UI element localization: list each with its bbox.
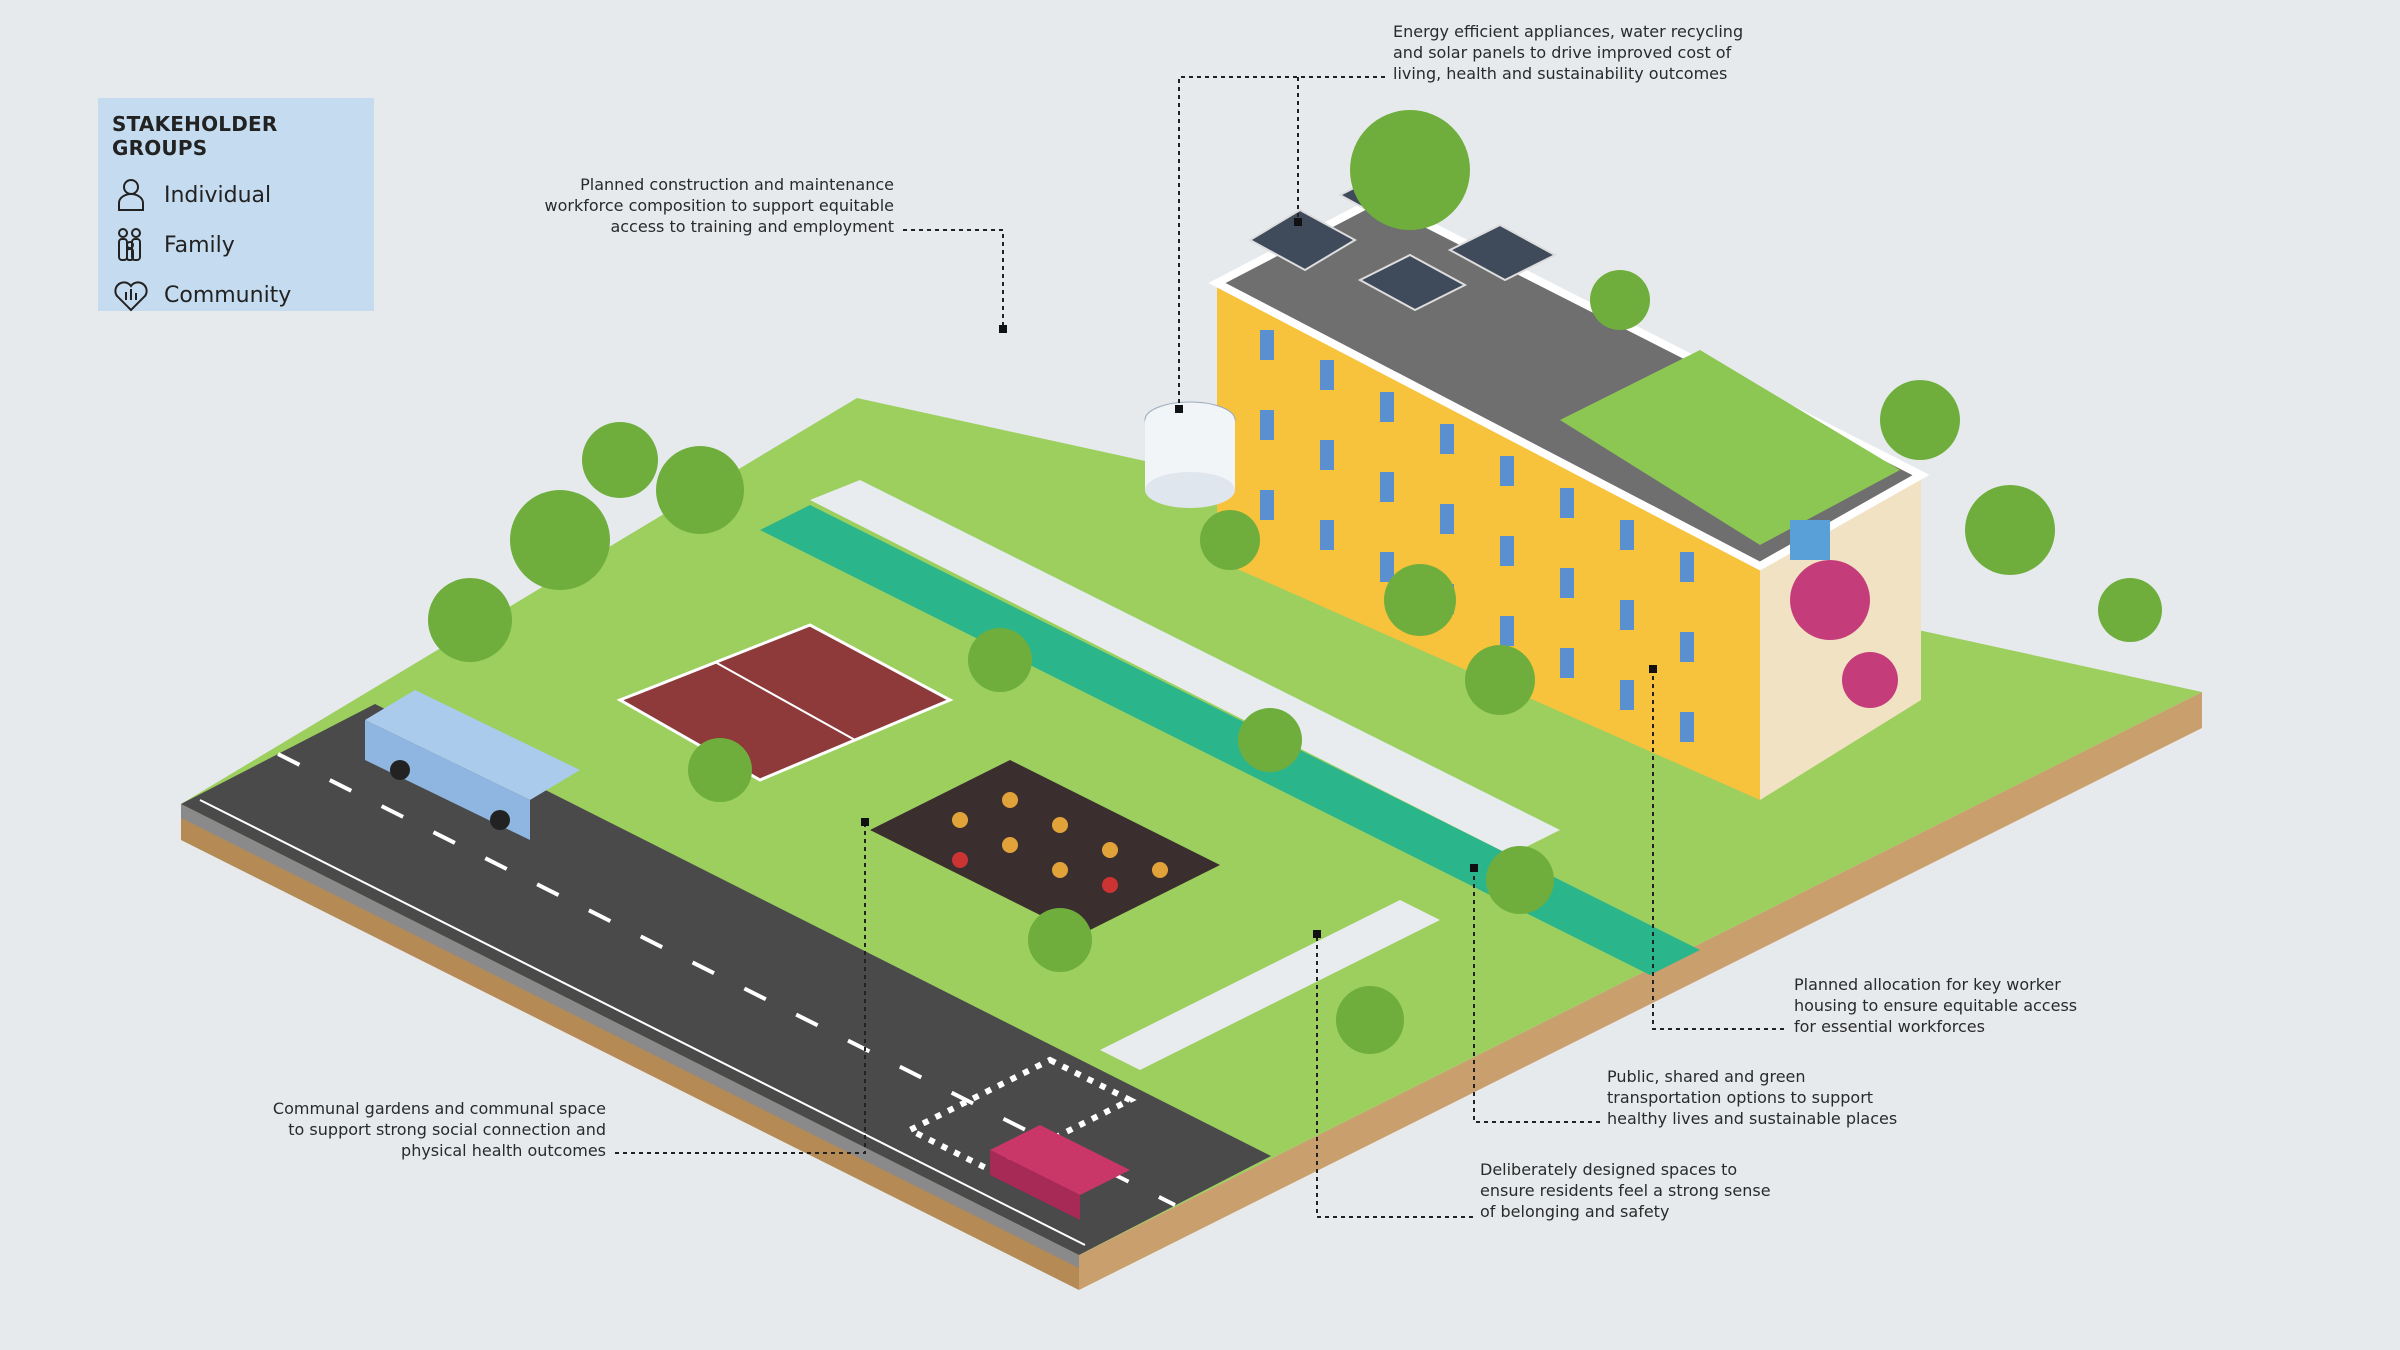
ground-slab-side-right	[1079, 692, 2202, 1290]
bus	[365, 690, 580, 840]
car	[990, 1125, 1130, 1220]
legend-item-community: Community	[112, 270, 374, 320]
building-windows	[1260, 330, 1694, 742]
stakeholder-legend: STAKEHOLDER GROUPS Individual Family Com…	[98, 98, 374, 312]
legend-item-individual: Individual	[112, 170, 374, 220]
annotation-energy: Energy efficient appliances, water recyc…	[1393, 22, 1744, 83]
trees	[428, 110, 2162, 1054]
bike-path	[760, 505, 1700, 975]
heart-community-icon	[114, 281, 148, 312]
family-icon	[118, 228, 141, 261]
leader-endpoints	[861, 218, 1657, 938]
footpath	[810, 480, 1560, 855]
legend-title: STAKEHOLDER GROUPS	[112, 112, 278, 160]
annotation-construction: Planned construction and maintenance wor…	[544, 175, 895, 236]
person-icon	[118, 179, 144, 211]
footpath-cross	[1100, 900, 1440, 1070]
annotation-transport: Public, shared and green transportation …	[1607, 1067, 1898, 1128]
legend-item-family: Family	[112, 220, 374, 270]
vegetable-garden	[870, 760, 1220, 935]
ground-slab-gray	[181, 804, 1079, 1268]
annotation-housing: Planned allocation for key worker housin…	[1794, 975, 2078, 1036]
mural	[1790, 520, 1898, 708]
annotation-gardens: Communal gardens and communal space to s…	[272, 1099, 606, 1160]
annotation-spaces: Deliberately designed spaces to ensure r…	[1480, 1160, 1771, 1221]
garden-plants	[952, 792, 1168, 893]
pedestrian-crossing	[903, 1056, 1137, 1174]
leader-lines	[615, 76, 1784, 1218]
building-front	[1217, 283, 1760, 800]
roof-garden	[1560, 350, 1900, 545]
